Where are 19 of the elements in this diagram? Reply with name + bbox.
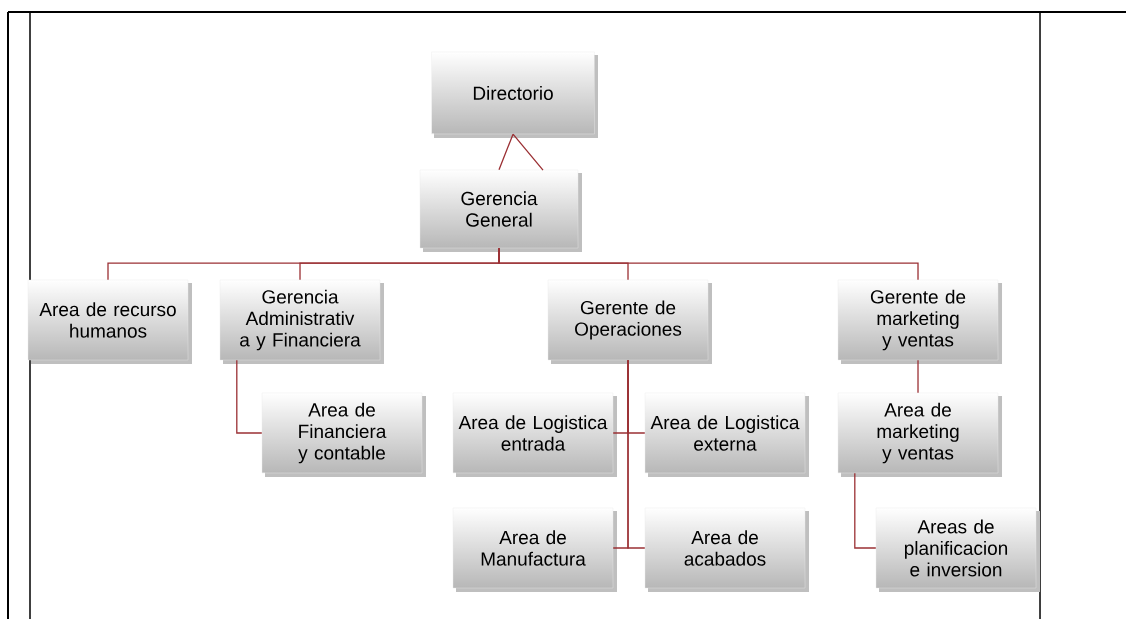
org-box: Directorio xyxy=(431,51,598,138)
org-box: Area de Financiera y contable xyxy=(261,392,426,477)
org-box: Area de acabados xyxy=(644,507,809,592)
connector-line xyxy=(917,359,919,394)
org-box: Gerencia General xyxy=(419,169,582,252)
connector-line xyxy=(854,472,877,549)
org-box: Area de recurso humanos xyxy=(27,279,192,364)
org-box: Area de Logistica externa xyxy=(644,392,809,477)
connector-line xyxy=(498,247,919,281)
org-box: Area de Logistica entrada xyxy=(452,392,617,477)
connector-line xyxy=(498,133,544,171)
org-box: Area de marketing y ventas xyxy=(837,392,1002,477)
org-box: Gerencia Administrativ a y Financiera xyxy=(219,279,384,364)
connector-line xyxy=(627,359,646,549)
org-box: Gerente de Operaciones xyxy=(547,279,712,364)
org-box: Areas de planificacion e inversion xyxy=(875,507,1040,592)
org-box: Area de Manufactura xyxy=(452,507,617,592)
connector-line xyxy=(236,359,263,434)
org-box: Gerente de marketing y ventas xyxy=(837,279,1002,364)
